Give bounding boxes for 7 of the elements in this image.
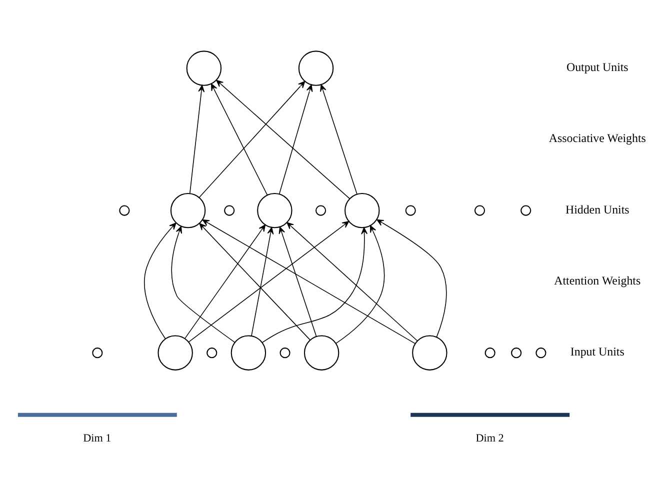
node-label: Dim 1 xyxy=(83,432,112,444)
label: Input Units xyxy=(570,344,624,358)
label: Hidden Units xyxy=(565,202,630,216)
node-label: Dim 2 xyxy=(476,432,504,444)
label: Attention Weights xyxy=(554,272,641,287)
label: Output Units xyxy=(566,60,628,74)
label: Associative Weights xyxy=(548,130,646,145)
